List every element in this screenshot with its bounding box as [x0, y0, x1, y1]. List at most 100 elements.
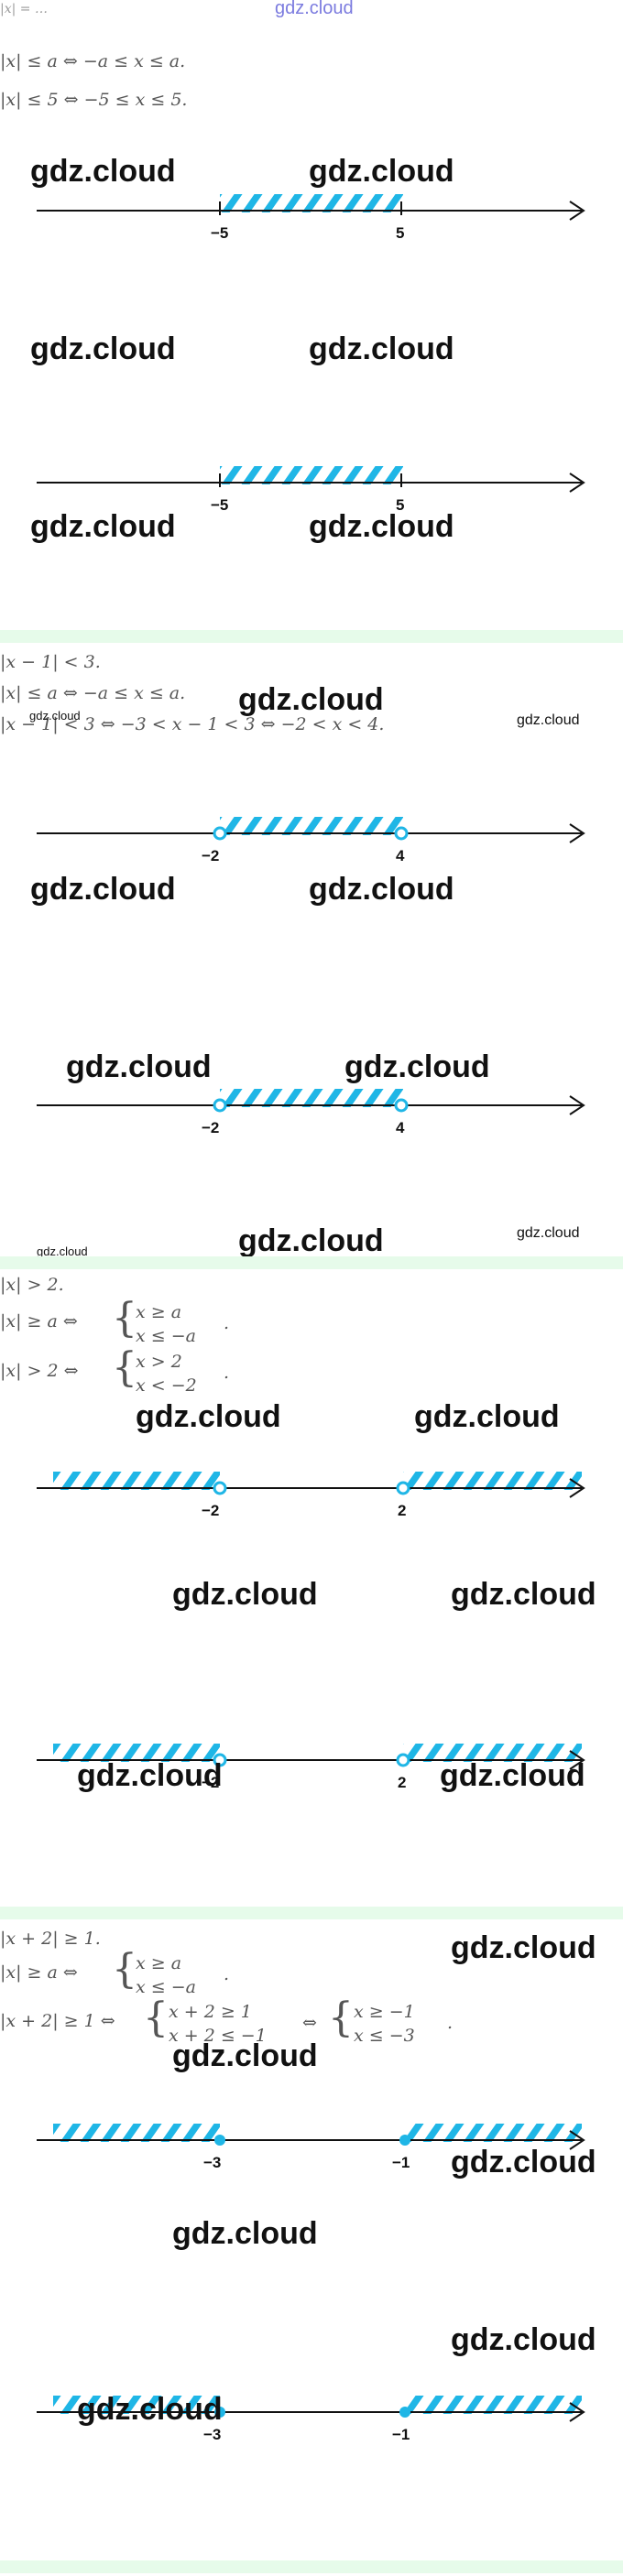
section2-rule: |x| ≤ a ⇔ −a ≤ x ≤ a.: [0, 683, 186, 703]
axis-arrow: [569, 823, 585, 843]
hatch-region-right: [403, 1472, 582, 1490]
tick-label: −2: [202, 1502, 219, 1519]
tick-label: 2: [398, 1774, 406, 1791]
section3-problem: |x| > 2.: [0, 1275, 64, 1295]
watermark: gdz.cloud: [309, 332, 454, 366]
axis-arrow: [569, 473, 585, 493]
system-row: x ≤ −3: [354, 2026, 415, 2046]
section3-example-system: x > 2 x < −2: [136, 1350, 197, 1397]
axis-arrow: [569, 1095, 585, 1115]
system-row: x + 2 ≥ 1: [169, 2002, 252, 2022]
hatch-region: [220, 817, 403, 835]
watermark: gdz.cloud: [344, 1049, 490, 1084]
equivalence-arrow: ⇔: [302, 2013, 317, 2033]
axis-arrow: [569, 1478, 585, 1498]
hatch-region: [220, 194, 403, 212]
tick-label: 4: [396, 847, 405, 864]
watermark: gdz.cloud: [66, 1049, 212, 1084]
section3-rule-system: x ≥ a x ≤ −a: [136, 1300, 196, 1348]
closed-point: [399, 2407, 410, 2418]
hatch-region-left: [53, 1744, 220, 1762]
system-row: x ≥ a: [136, 1953, 182, 1973]
tick-label: −5: [211, 496, 228, 514]
watermark: gdz.cloud: [30, 154, 176, 189]
section3-example-lhs: |x| > 2 ⇔: [0, 1361, 79, 1381]
watermark: gdz.cloud: [77, 2392, 223, 2427]
closed-point: [214, 2407, 225, 2418]
open-point: [394, 1098, 409, 1113]
watermark: gdz.cloud: [172, 2216, 318, 2251]
watermark: gdz.cloud: [238, 682, 384, 717]
system-row: x ≥ a: [136, 1302, 182, 1322]
section4-example-system-2: x ≥ −1 x ≤ −3: [354, 2000, 415, 2048]
punct: .: [224, 1964, 230, 1984]
section3-rule-lhs: |x| ≥ a ⇔: [0, 1311, 78, 1331]
number-line-1a: −5 5: [37, 194, 585, 242]
tick-label: 2: [398, 1502, 406, 1519]
section2-problem: |x − 1| < 3.: [0, 652, 101, 672]
section-divider: [0, 1256, 623, 1269]
section1-example: |x| ≤ 5 ⇔ −5 ≤ x ≤ 5.: [0, 90, 188, 110]
watermark: gdz.cloud: [440, 1758, 585, 1793]
number-line-2b: −2 4: [37, 1089, 585, 1136]
system-row: x < −2: [136, 1375, 197, 1396]
section2-solution: |x − 1| < 3 ⇔ −3 < x − 1 < 3 ⇔ −2 < x < …: [0, 714, 385, 734]
watermark: gdz.cloud: [451, 2322, 596, 2357]
tick-label: −1: [392, 2154, 410, 2171]
tick-label: 4: [396, 1119, 405, 1136]
section4-example-system-1: x + 2 ≥ 1 x + 2 ≤ −1: [169, 2000, 267, 2048]
axis-arrow: [569, 2402, 585, 2422]
closed-point: [399, 2135, 410, 2146]
section4-rule-system: x ≥ a x ≤ −a: [136, 1951, 196, 1999]
watermark: gdz.cloud: [172, 2038, 318, 2073]
section4-problem: |x + 2| ≥ 1.: [0, 1929, 101, 1949]
open-point: [213, 1753, 227, 1767]
number-line-3b: −2 2: [37, 1744, 585, 1791]
hatch-region-right: [405, 2396, 582, 2414]
tick-label: 5: [396, 496, 404, 514]
system-brace: {: [112, 1295, 137, 1342]
system-row: x > 2: [136, 1352, 182, 1372]
watermark: gdz.cloud: [451, 1577, 596, 1612]
system-brace: {: [112, 1946, 137, 1993]
section-divider: [0, 630, 623, 643]
axis-arrow: [569, 2130, 585, 2150]
section4-example-lhs: |x + 2| ≥ 1 ⇔: [0, 2011, 115, 2031]
system-row: x ≤ −a: [136, 1977, 196, 1997]
system-brace: {: [328, 1994, 354, 2041]
system-row: x + 2 ≤ −1: [169, 2026, 267, 2046]
number-line-3a: −2 2: [37, 1472, 585, 1519]
hatch-region-right: [403, 1744, 582, 1762]
system-brace: {: [112, 1344, 137, 1391]
tick-label: 5: [396, 224, 404, 242]
open-point: [396, 1753, 410, 1767]
watermark: gdz.cloud: [451, 2145, 596, 2179]
tick-label: −2: [202, 1774, 219, 1791]
watermark: gdz.cloud: [30, 872, 176, 907]
tick-label: −2: [202, 847, 219, 864]
tick-label: −3: [203, 2426, 221, 2443]
open-point: [213, 826, 227, 841]
watermark: gdz.cloud: [238, 1223, 384, 1258]
section1-top-line: |x| = …: [0, 2, 48, 16]
watermark: gdz.cloud: [172, 1577, 318, 1612]
watermark: gdz.cloud: [517, 712, 580, 728]
tick-label: −5: [211, 224, 228, 242]
watermark: gdz.cloud: [29, 709, 81, 723]
open-point: [396, 1481, 410, 1495]
system-row: x ≤ −a: [136, 1326, 196, 1346]
number-line-4a: −3 −1: [37, 2124, 585, 2171]
watermark: gdz.cloud: [136, 1399, 281, 1434]
closed-point: [214, 2135, 225, 2146]
watermark: gdz.cloud: [77, 1758, 223, 1793]
punct: .: [224, 1363, 230, 1383]
watermark: gdz.cloud: [309, 872, 454, 907]
watermark: gdz.cloud: [451, 1930, 596, 1965]
section1-rule: |x| ≤ a ⇔ −a ≤ x ≤ a.: [0, 51, 186, 71]
watermark: gdz.cloud: [30, 509, 176, 544]
system-brace: {: [143, 1994, 169, 2041]
number-line-1b: −5 5: [37, 466, 585, 514]
hatch-region: [220, 466, 403, 484]
hatch-region-left: [53, 2124, 220, 2142]
hatch-region-left: [53, 2396, 220, 2414]
